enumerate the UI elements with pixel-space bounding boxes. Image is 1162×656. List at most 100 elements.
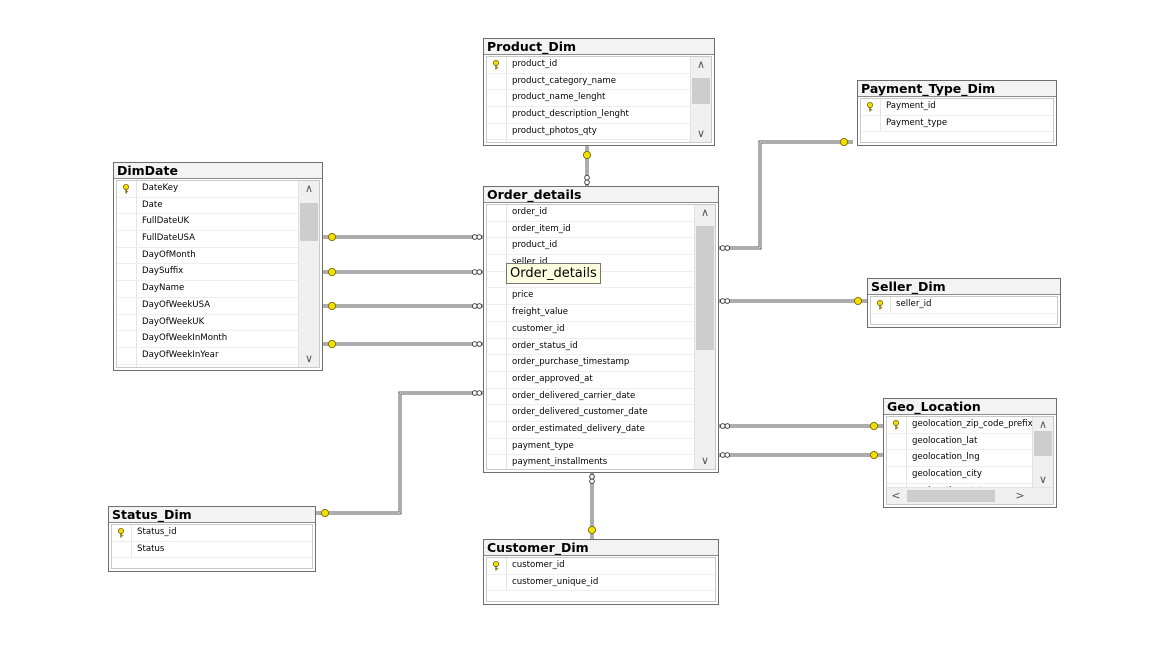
row-selector[interactable] bbox=[487, 140, 507, 142]
row-selector[interactable] bbox=[117, 197, 137, 214]
row-selector[interactable] bbox=[117, 247, 137, 264]
row-selector[interactable] bbox=[117, 364, 137, 367]
column-row[interactable]: FullDateUK bbox=[117, 214, 299, 232]
column-row[interactable]: order_delivered_carrier_date bbox=[487, 388, 695, 406]
column-row[interactable]: product_id bbox=[487, 57, 691, 74]
chevron-down-icon[interactable]: ∨ bbox=[1038, 473, 1048, 486]
row-selector[interactable] bbox=[487, 205, 507, 221]
column-row[interactable]: DayOfWeekUSA bbox=[117, 297, 299, 315]
row-selector[interactable] bbox=[487, 338, 507, 355]
column-row[interactable]: DayOfMonth bbox=[117, 247, 299, 265]
row-selector[interactable] bbox=[487, 123, 507, 140]
chevron-right-icon[interactable]: > bbox=[1015, 489, 1025, 502]
column-row[interactable]: DayOfQuarter bbox=[117, 364, 299, 367]
relationship-dimdate[interactable] bbox=[323, 339, 483, 349]
column-row[interactable]: order_estimated_delivery_date bbox=[487, 421, 695, 439]
row-selector[interactable] bbox=[487, 221, 507, 238]
chevron-down-icon[interactable]: ∨ bbox=[700, 454, 710, 467]
scroll-thumb[interactable] bbox=[696, 226, 714, 351]
column-row[interactable]: DayOfWeekInYear bbox=[117, 347, 299, 365]
row-selector[interactable] bbox=[487, 90, 507, 107]
table-title[interactable]: Customer_Dim bbox=[484, 540, 718, 556]
column-row[interactable]: payment_installments bbox=[487, 455, 695, 469]
horizontal-scrollbar[interactable]: <> bbox=[887, 487, 1053, 504]
row-selector[interactable] bbox=[112, 525, 132, 541]
column-row[interactable]: price bbox=[487, 288, 695, 306]
scroll-thumb[interactable] bbox=[906, 490, 995, 502]
table-title[interactable]: Seller_Dim bbox=[868, 279, 1060, 295]
column-row[interactable]: order_delivered_customer_date bbox=[487, 405, 695, 422]
column-row[interactable]: product_weight_g bbox=[487, 140, 691, 142]
scroll-thumb[interactable] bbox=[692, 78, 710, 104]
relationship-geo-location[interactable] bbox=[719, 421, 883, 431]
relationship-product-dim[interactable] bbox=[582, 146, 592, 186]
vertical-scrollbar[interactable]: ∧∨ bbox=[694, 205, 715, 469]
row-selector[interactable] bbox=[487, 271, 507, 288]
relationship-status-dim[interactable] bbox=[316, 390, 483, 518]
column-row[interactable]: customer_id bbox=[487, 558, 715, 575]
row-selector[interactable] bbox=[487, 455, 507, 469]
row-selector[interactable] bbox=[112, 541, 132, 558]
relationship-dimdate[interactable] bbox=[323, 232, 483, 242]
column-row[interactable]: payment_type bbox=[487, 438, 695, 456]
row-selector[interactable] bbox=[117, 347, 137, 364]
vertical-scrollbar[interactable]: ∧∨ bbox=[690, 57, 711, 142]
row-selector[interactable] bbox=[487, 574, 507, 591]
relationship-seller-dim[interactable] bbox=[719, 296, 867, 306]
row-selector[interactable] bbox=[487, 73, 507, 90]
table-title[interactable]: Order_details bbox=[484, 187, 718, 203]
row-selector[interactable] bbox=[117, 231, 137, 247]
row-selector[interactable] bbox=[117, 297, 137, 314]
column-row[interactable]: FullDateUSA bbox=[117, 231, 299, 248]
column-row[interactable]: seller_id bbox=[871, 297, 1057, 314]
table-title[interactable]: Status_Dim bbox=[109, 507, 315, 523]
row-selector[interactable] bbox=[887, 433, 907, 450]
column-row[interactable]: order_id bbox=[487, 205, 695, 222]
row-selector[interactable] bbox=[861, 99, 881, 115]
chevron-up-icon[interactable]: ∧ bbox=[700, 206, 710, 219]
column-row[interactable]: order_item_id bbox=[487, 221, 695, 239]
column-row[interactable]: geolocation_lng bbox=[887, 450, 1033, 468]
row-selector[interactable] bbox=[487, 107, 507, 123]
column-row[interactable]: geolocation_city bbox=[887, 467, 1033, 484]
column-row[interactable]: product_description_lenght bbox=[487, 107, 691, 124]
chevron-down-icon[interactable]: ∨ bbox=[304, 352, 314, 365]
row-selector[interactable] bbox=[487, 321, 507, 338]
row-selector[interactable] bbox=[487, 238, 507, 255]
row-selector[interactable] bbox=[487, 255, 507, 271]
row-selector[interactable] bbox=[117, 214, 137, 231]
column-row[interactable]: product_photos_qty bbox=[487, 123, 691, 141]
row-selector[interactable] bbox=[487, 57, 507, 73]
row-selector[interactable] bbox=[861, 115, 881, 132]
relationship-geo-location[interactable] bbox=[719, 450, 883, 460]
table-title[interactable]: Product_Dim bbox=[484, 39, 714, 55]
chevron-down-icon[interactable]: ∨ bbox=[696, 127, 706, 140]
row-selector[interactable] bbox=[487, 305, 507, 321]
column-row[interactable]: DayName bbox=[117, 281, 299, 298]
row-selector[interactable] bbox=[887, 450, 907, 467]
row-selector[interactable] bbox=[117, 314, 137, 331]
table-title[interactable]: Payment_Type_Dim bbox=[858, 81, 1056, 97]
column-row[interactable]: DaySuffix bbox=[117, 264, 299, 282]
row-selector[interactable] bbox=[487, 288, 507, 305]
relationship-payment-type-dim[interactable] bbox=[719, 137, 853, 251]
scroll-thumb[interactable] bbox=[300, 203, 318, 241]
row-selector[interactable] bbox=[487, 388, 507, 405]
row-selector[interactable] bbox=[487, 438, 507, 455]
column-row[interactable]: order_approved_at bbox=[487, 371, 695, 389]
chevron-up-icon[interactable]: ∧ bbox=[696, 58, 706, 71]
relationship-dimdate[interactable] bbox=[323, 267, 483, 277]
chevron-up-icon[interactable]: ∧ bbox=[304, 182, 314, 195]
column-row[interactable]: product_name_lenght bbox=[487, 90, 691, 108]
column-row[interactable]: customer_unique_id bbox=[487, 574, 715, 592]
scroll-thumb[interactable] bbox=[1034, 431, 1052, 457]
column-row[interactable]: customer_id bbox=[487, 321, 695, 339]
column-row[interactable]: geolocation_lat bbox=[887, 433, 1033, 451]
column-row[interactable]: freight_value bbox=[487, 305, 695, 322]
column-row[interactable]: geolocation_zip_code_prefix bbox=[887, 417, 1033, 434]
